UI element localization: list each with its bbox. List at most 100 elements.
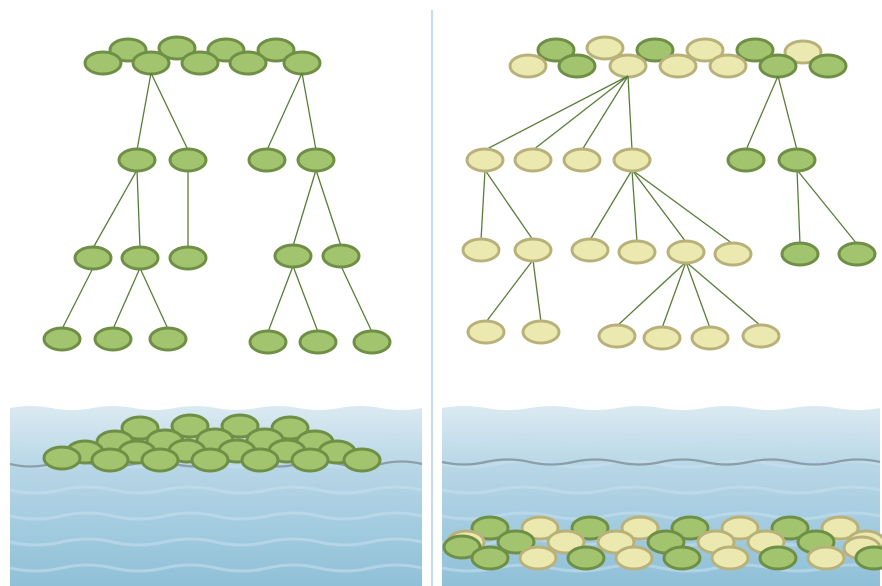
cell [248,329,288,355]
pool-cell [496,529,536,555]
lineage-edge [532,259,542,323]
lineage-edge [484,169,534,241]
lineage-edge [136,72,152,151]
pool-cell [518,545,558,571]
cell [296,147,336,173]
pool-cell [520,515,560,541]
pool-cell [240,447,280,473]
pool-cell [662,545,702,571]
cell [83,50,123,76]
pool-cell [470,545,510,571]
cell [148,326,188,352]
cell [597,323,637,349]
pool-cell [470,515,510,541]
lineage-edge [136,169,141,249]
cell [685,37,725,63]
lineage-edge [292,169,317,247]
cell [513,237,553,263]
pool-cell [570,515,610,541]
left-panel [0,35,423,586]
cell [282,50,322,76]
right-panel [431,35,882,586]
lineage-edge [631,169,687,243]
water-ripple [441,485,881,495]
cell [117,147,157,173]
lineage-edge [745,75,779,151]
cell [777,147,817,173]
cell [642,325,682,351]
cell [635,37,675,63]
lineage-edge [266,72,303,151]
lineage-edge [292,265,319,333]
cell [298,329,338,355]
lineage-edge [616,261,687,327]
cell [256,37,296,63]
cell [608,53,648,79]
cell [837,241,877,267]
pool-cell [620,515,660,541]
pool-cell [170,413,210,439]
pool-cell [120,415,160,441]
cell [120,245,160,271]
cell [461,237,501,263]
water-ripple [9,511,423,521]
lineage-edge [112,267,141,330]
cell [228,50,268,76]
cell [93,326,133,352]
lineage-edge [150,72,189,151]
cell [783,39,823,65]
lineage-edge [532,75,629,151]
water-ripple [441,433,881,443]
pool-cell [720,515,760,541]
lineage-edge [631,169,734,245]
pool-cell [806,545,846,571]
pool-cell [710,545,750,571]
pool-cell [820,515,860,541]
pool-cell [546,529,586,555]
lineage-edge [61,267,94,330]
pool-cell [566,545,606,571]
cell [352,329,392,355]
lineage-edge [92,169,138,249]
pool-cell [190,447,230,473]
cell [321,243,361,269]
lineage-edge [484,75,629,151]
cell [690,325,730,351]
cell [713,241,753,267]
pool-cell [140,447,180,473]
cell [180,50,220,76]
lineage-edge [485,259,534,323]
cell [508,53,548,79]
cell [521,319,561,345]
cell [708,53,748,79]
cell [735,37,775,63]
lineage-edge [581,75,629,151]
cell [585,35,625,61]
cell [666,239,706,265]
water-ripple [9,537,423,547]
lineage-edge [589,169,633,241]
lineage-edge [340,265,373,333]
lineage-edge [631,169,638,243]
cell [73,245,113,271]
water-ripple [441,459,881,469]
lineage-edge [796,169,801,245]
cell [131,50,171,76]
cell [612,147,652,173]
cell [513,147,553,173]
lineage-edge [627,75,633,151]
cell [168,245,208,271]
lineage-edge [301,72,317,151]
water-ripple [441,511,881,521]
lineage-edge [267,265,294,333]
cell [617,239,657,265]
cell [726,147,766,173]
pool-cell [220,413,260,439]
pool-cell [342,447,382,473]
lineage-edge [777,75,798,151]
lineage-edge [685,261,762,327]
waterline-right [441,458,881,466]
cell [465,147,505,173]
lineage-edge [685,261,711,329]
